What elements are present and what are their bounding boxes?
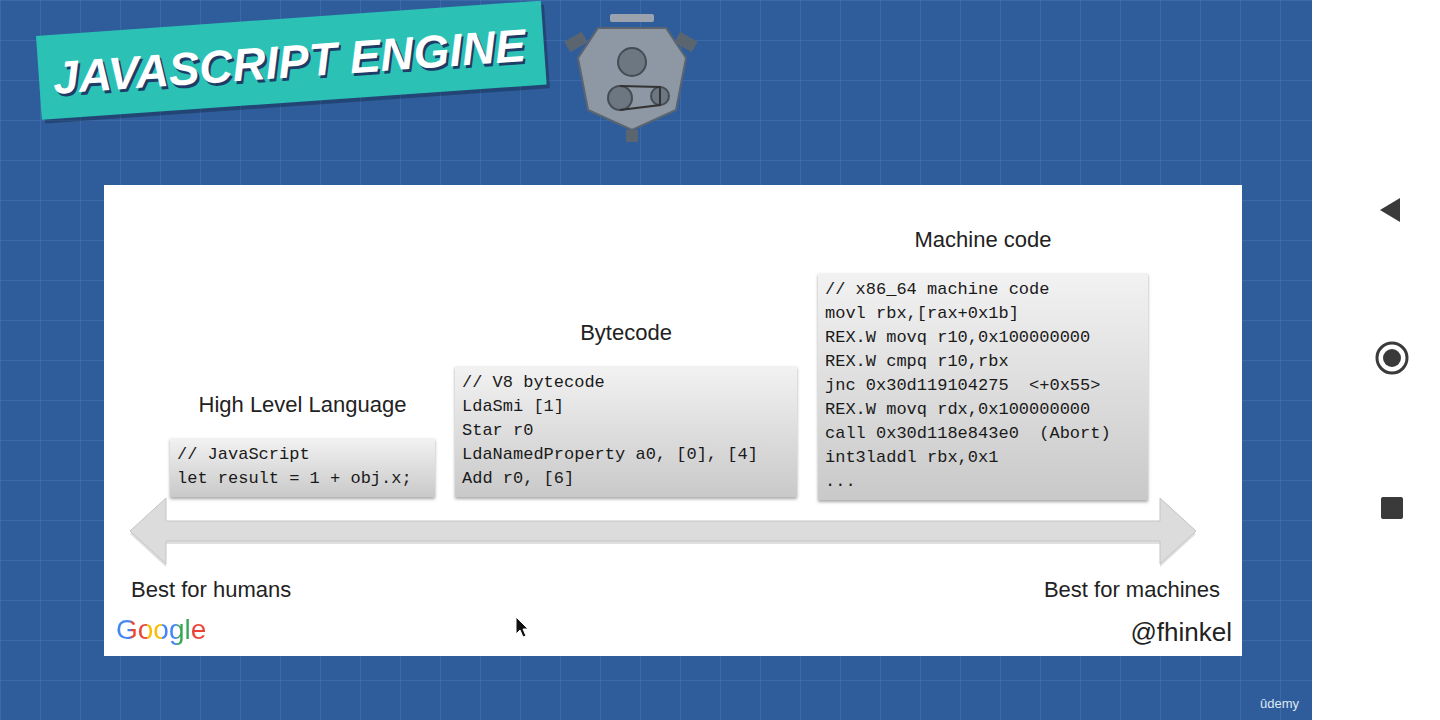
section-heading: Bytecode [580, 320, 672, 346]
watermark: ûdemy [1260, 696, 1299, 711]
code-line: REX.W movq rdx,0x100000000 [825, 398, 1140, 422]
code-line: // V8 bytecode [462, 371, 789, 395]
code-line: int3laddl rbx,0x1 [825, 446, 1140, 470]
code-line: LdaSmi [1] [462, 395, 789, 419]
nav-home [1377, 343, 1407, 373]
section-heading: High Level Language [199, 392, 407, 418]
section-heading: Machine code [915, 227, 1052, 253]
code-line: movl rbx,[rax+0x1b] [825, 302, 1140, 326]
code-line: let result = 1 + obj.x; [177, 467, 427, 491]
code-line: REX.W movq r10,0x100000000 [825, 326, 1140, 350]
scale-label: Best for humans [131, 577, 291, 603]
code-box: High Level Language// JavaScriptlet resu… [170, 438, 435, 497]
code-line: LdaNamedProperty a0, [0], [4] [462, 443, 789, 467]
code-line: Add r0, [6] [462, 467, 789, 491]
code-line: call 0x30d118e843e0 (Abort) [825, 422, 1140, 446]
double-arrow [130, 498, 1196, 567]
code-line: Star r0 [462, 419, 789, 443]
logo-text: Google [116, 614, 206, 646]
nav-back [1380, 198, 1400, 222]
code-box: Bytecode// V8 bytecodeLdaSmi [1]Star r0L… [455, 366, 797, 497]
code-line: jnc 0x30d119104275 <+0x55> [825, 374, 1140, 398]
scale-label: Best for machines [1044, 577, 1220, 603]
code-line: // x86_64 machine code [825, 278, 1140, 302]
code-box: Machine code// x86_64 machine codemovl r… [818, 273, 1148, 500]
code-line: // JavaScript [177, 443, 427, 467]
author-handle: @fhinkel [1130, 617, 1232, 648]
mouse-cursor [516, 617, 528, 637]
engine-icon [564, 14, 697, 142]
nav-recent [1381, 497, 1403, 519]
code-line: REX.W cmpq r10,rbx [825, 350, 1140, 374]
code-line: ... [825, 470, 1140, 494]
